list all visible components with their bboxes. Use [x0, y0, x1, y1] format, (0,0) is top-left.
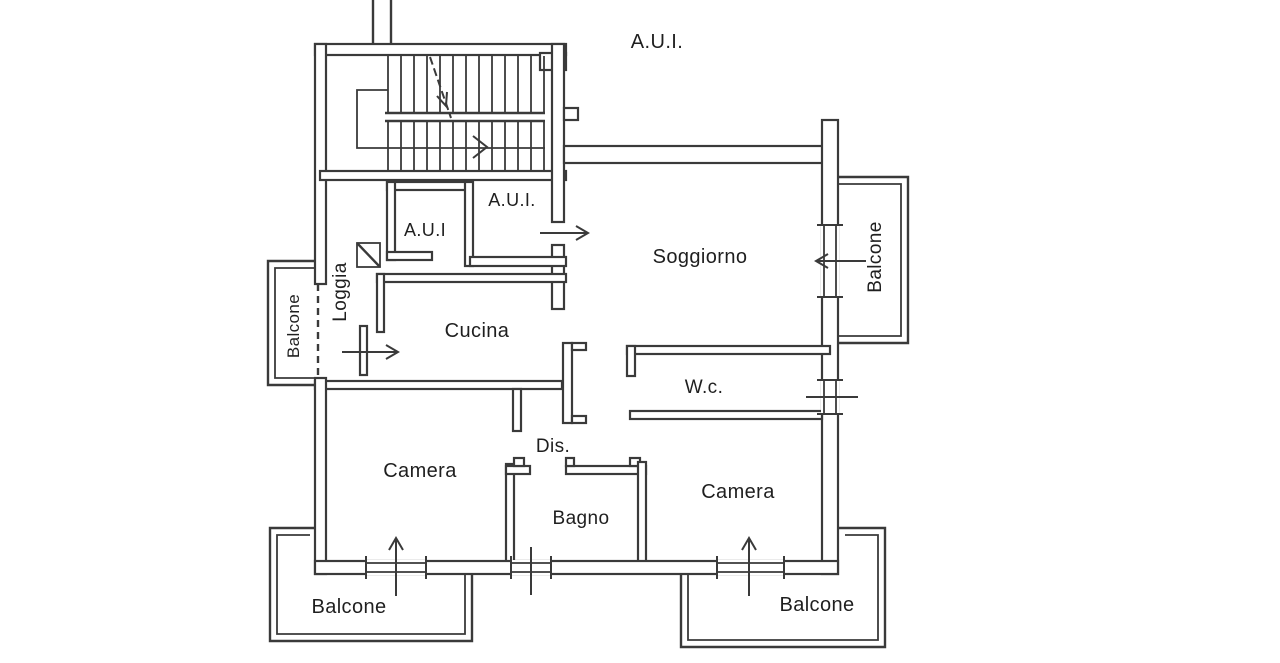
- label-aui-top: A.U.I.: [631, 31, 683, 53]
- room-label-bagno: Bagno: [553, 508, 610, 529]
- door-arrow-loggia-cucina: [342, 344, 400, 360]
- room-label-wc: W.c.: [685, 377, 724, 398]
- stair-railing: [356, 89, 545, 149]
- room-label-camera-right: Camera: [701, 481, 775, 503]
- room-label-cucina: Cucina: [445, 320, 510, 342]
- label-balcone-right: Balcone: [865, 221, 886, 292]
- stair-treads-upper: [387, 56, 545, 112]
- label-balcone-bottom-left: Balcone: [311, 596, 386, 618]
- door-arrows: [342, 225, 866, 596]
- label-aui-room: A.U.I: [404, 220, 446, 240]
- staircase: [356, 56, 545, 171]
- shaft-pillar: [356, 242, 381, 268]
- balcony-right-inner: [838, 183, 902, 337]
- door-arrow-entrance-soggiorno: [540, 225, 590, 241]
- room-label-loggia: Loggia: [330, 262, 351, 321]
- balcony-bottom-left-inner: [276, 534, 466, 635]
- entry-stub-walls: [371, 0, 393, 45]
- label-balcone-bottom-right: Balcone: [779, 594, 854, 616]
- balcony-mid-left-inner: [274, 267, 318, 379]
- window-symbol-wc: [806, 379, 858, 415]
- balcony-bottom-left-outline: [268, 526, 474, 643]
- room-label-soggiorno: Soggiorno: [653, 246, 748, 268]
- walls: [313, 42, 840, 576]
- label-aui-corridor: A.U.I.: [488, 190, 535, 210]
- balcony-bottom-right-outline: [679, 526, 887, 649]
- stair-break-line: [429, 56, 452, 119]
- door-arrow-balcone-soggiorno: [814, 253, 866, 269]
- window-symbol-bagno: [510, 547, 552, 595]
- room-labels: A.U.I. A.U.I. A.U.I Soggiorno Cucina W.c…: [284, 31, 886, 618]
- stair-treads-lower: [387, 122, 545, 171]
- balcony-bottom-right-inner: [687, 534, 879, 641]
- label-balcone-mid-left: Balcone: [284, 294, 303, 358]
- door-arrow-balcone-camera-left: [388, 536, 404, 596]
- stair-direction-arrow: [472, 135, 489, 159]
- balcony-outlines: [266, 175, 910, 649]
- window-symbol-camera-right: [716, 556, 785, 579]
- stair-break-arrowhead: [436, 91, 448, 109]
- balcony-mid-left-outline: [266, 259, 318, 387]
- door-arrow-balcone-camera-right: [741, 536, 757, 596]
- balcony-right-outline: [838, 175, 910, 345]
- room-label-camera-left: Camera: [383, 460, 457, 482]
- room-label-dis: Dis.: [536, 436, 570, 457]
